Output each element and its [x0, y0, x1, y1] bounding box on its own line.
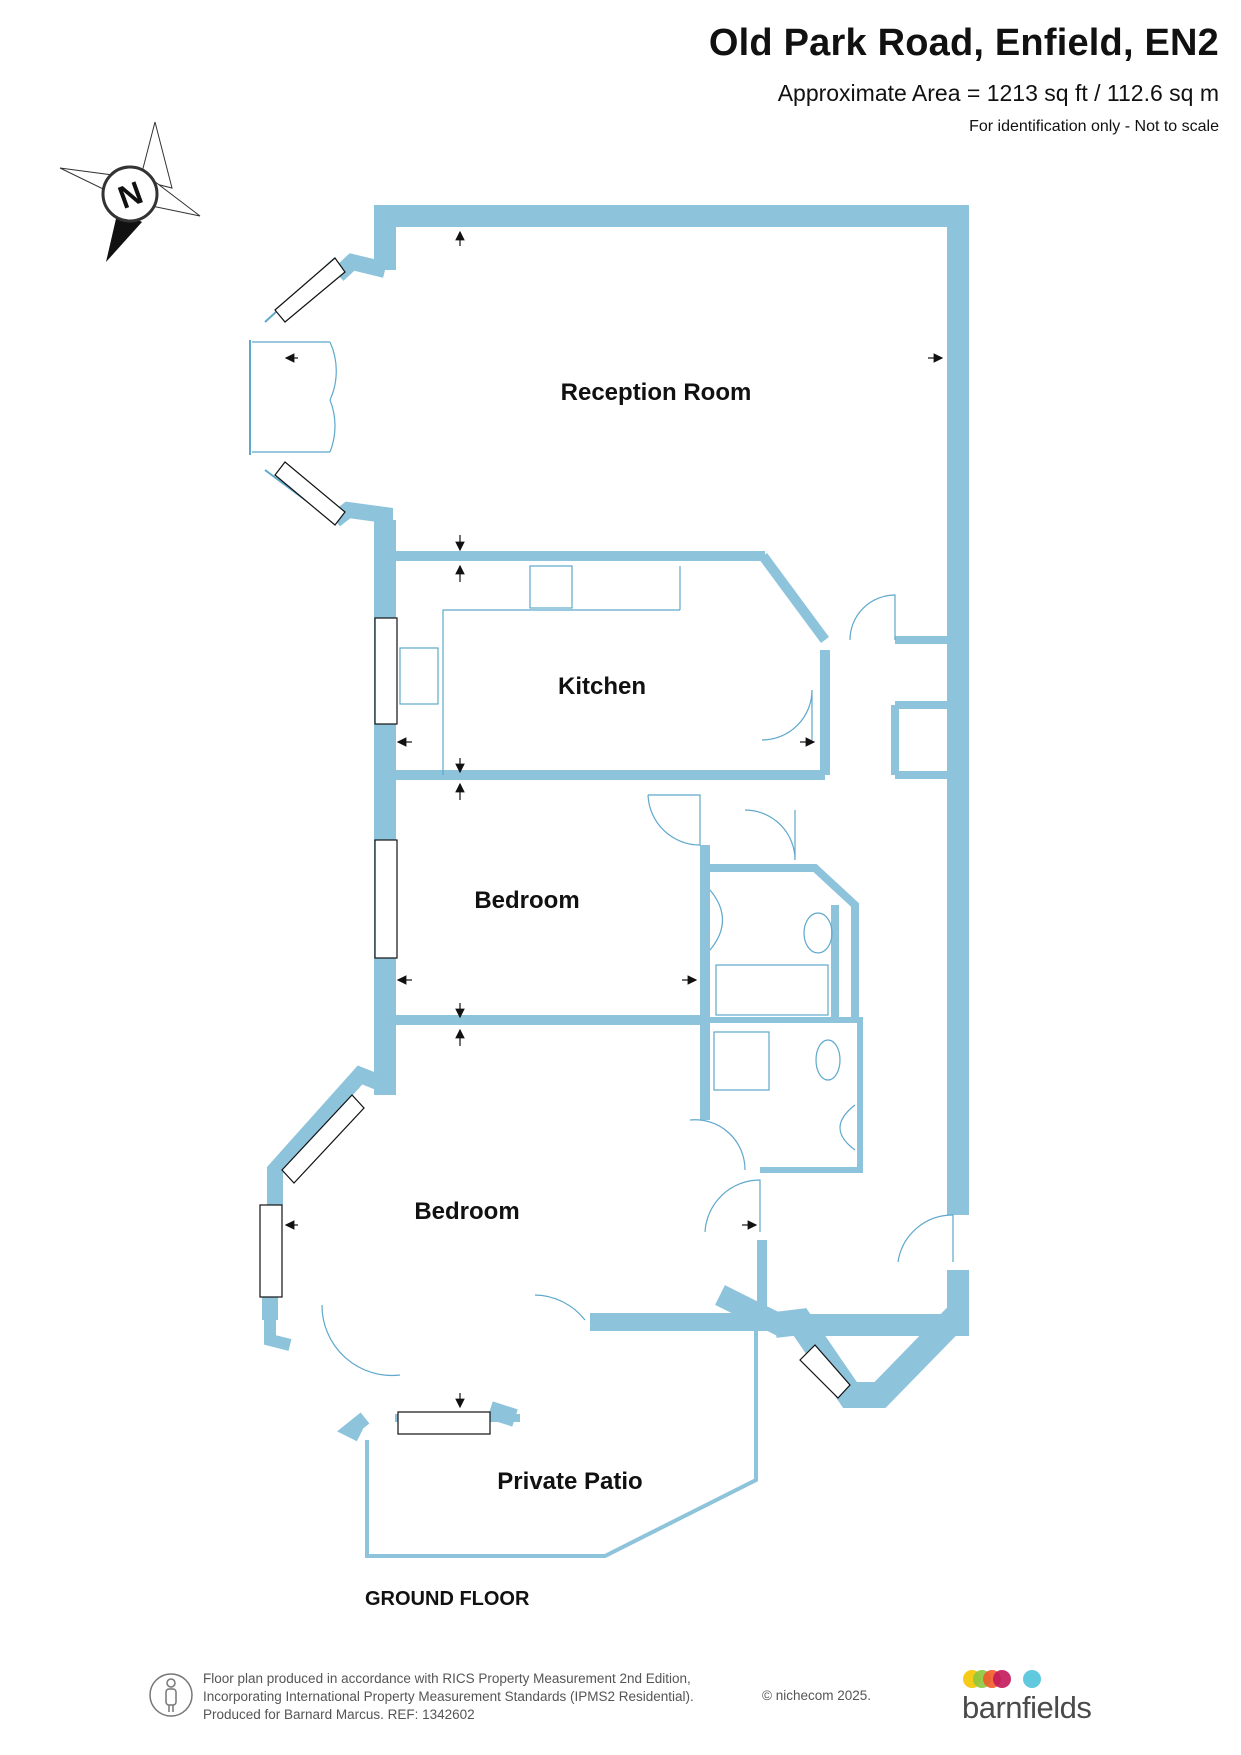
room-label-bedroom-upper: Bedroom	[474, 887, 579, 914]
plan-title: Old Park Road, Enfield, EN2	[708, 22, 1219, 64]
brand-dots-icon	[963, 1670, 1041, 1688]
room-label-patio: Private Patio	[497, 1468, 642, 1495]
room-label-bedroom-lower: Bedroom	[414, 1198, 519, 1225]
person-icon	[149, 1673, 193, 1717]
scale-note: For identification only - Not to scale	[969, 118, 1219, 135]
copyright-notice: © nichecom 2025.	[762, 1688, 872, 1703]
area-summary: Approximate Area = 1213 sq ft / 112.6 sq…	[777, 80, 1219, 106]
footer-line-2: Incorporating International Property Mea…	[203, 1689, 694, 1704]
brand-name: barnfields	[962, 1690, 1092, 1725]
brand-logo: barnfields	[962, 1668, 1102, 1728]
compass-icon: N	[59, 121, 201, 262]
footer-line-3: Produced for Barnard Marcus. REF: 134260…	[203, 1707, 475, 1722]
room-label-reception: Reception Room	[561, 379, 752, 406]
footer-notes: Floor plan produced in accordance with R…	[203, 1670, 903, 1724]
floor-label: GROUND FLOOR	[365, 1588, 530, 1610]
room-label-kitchen: Kitchen	[558, 673, 646, 700]
footer-line-1: Floor plan produced in accordance with R…	[203, 1671, 691, 1686]
patio-boundary	[365, 1327, 758, 1558]
